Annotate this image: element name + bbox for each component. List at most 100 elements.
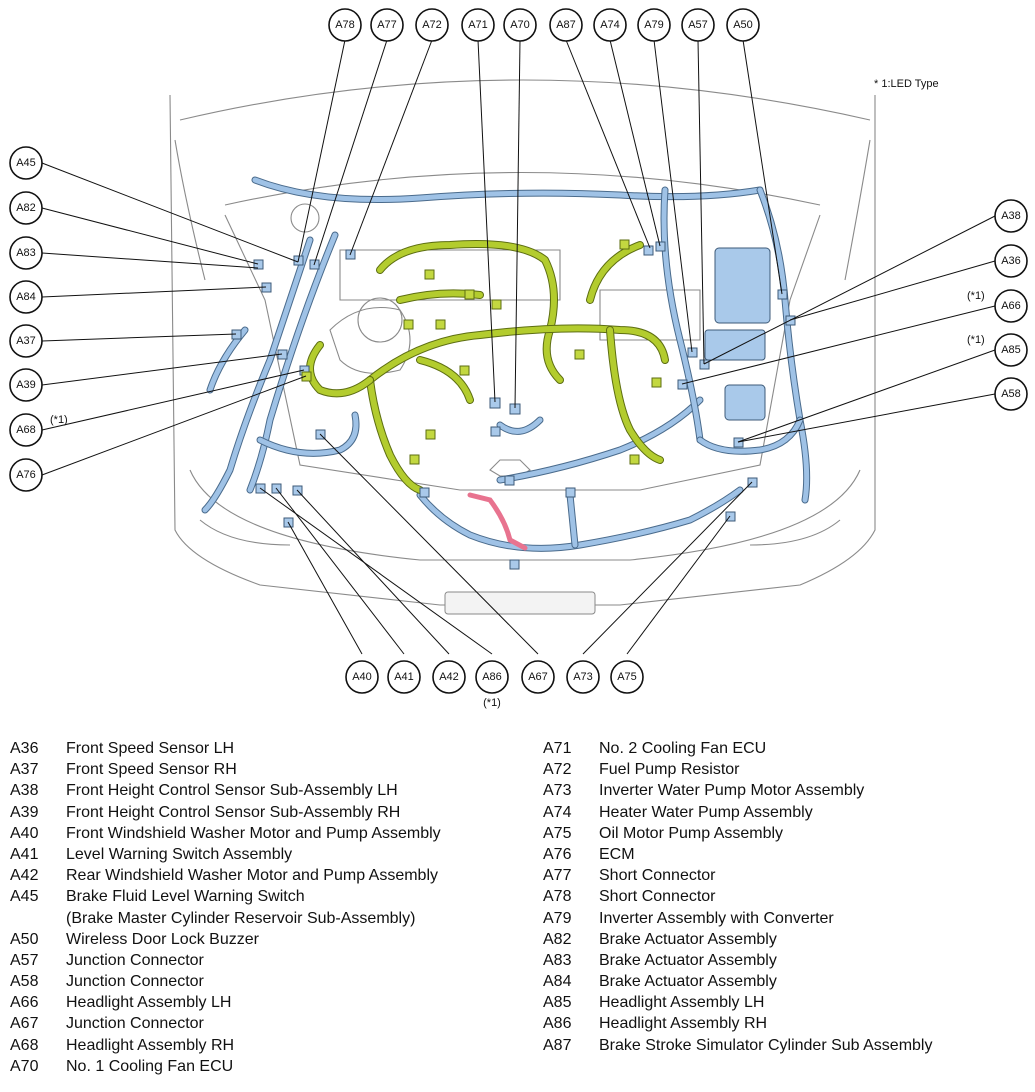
legend-component-name: Junction Connector bbox=[66, 1015, 204, 1033]
callout-a84: A84 bbox=[9, 280, 43, 314]
callout-a83: A83 bbox=[9, 236, 43, 270]
callout-label: A67 bbox=[528, 671, 548, 683]
callout-a45: A45 bbox=[9, 146, 43, 180]
callout-label: A75 bbox=[617, 671, 637, 683]
callout-label: A87 bbox=[556, 19, 576, 31]
callout-label: A82 bbox=[16, 202, 36, 214]
legend-code: A77 bbox=[543, 867, 572, 885]
legend-code: A86 bbox=[543, 1015, 572, 1033]
legend-code: A45 bbox=[10, 888, 39, 906]
legend-code: A39 bbox=[10, 803, 39, 821]
legend-component-name: No. 1 Cooling Fan ECU bbox=[66, 1057, 234, 1075]
legend-component-name: No. 2 Cooling Fan ECU bbox=[599, 740, 767, 757]
pink-harness bbox=[467, 492, 528, 551]
legend-code: A84 bbox=[543, 973, 572, 991]
legend-code: A37 bbox=[10, 761, 39, 779]
legend-component-name: Brake Fluid Level Warning Switch bbox=[66, 888, 305, 906]
callout-a71: A71 bbox=[461, 8, 495, 42]
callout-label: A40 bbox=[352, 671, 372, 683]
callout-a66: A66 bbox=[994, 289, 1028, 323]
legend-code: A71 bbox=[543, 740, 572, 757]
callout-a40: A40 bbox=[345, 660, 379, 694]
callout-label: A84 bbox=[16, 291, 36, 303]
legend-row: A68 Headlight Assembly RH bbox=[10, 1035, 441, 1056]
callout-label: A71 bbox=[468, 19, 488, 31]
legend-code: A76 bbox=[543, 845, 572, 863]
callout-a50: A50 bbox=[726, 8, 760, 42]
legend-component-name: Short Connector bbox=[599, 888, 716, 906]
callout-a42: A42 bbox=[432, 660, 466, 694]
legend-component-name: Wireless Door Lock Buzzer bbox=[66, 930, 259, 948]
legend-component-name: Inverter Assembly with Converter bbox=[599, 909, 834, 927]
vehicle-outline bbox=[169, 79, 876, 615]
legend-component-name: Fuel Pump Resistor bbox=[599, 761, 740, 779]
legend-component-name: Level Warning Switch Assembly bbox=[66, 845, 293, 863]
legend-code: A87 bbox=[543, 1036, 572, 1054]
legend-component-name: Front Speed Sensor LH bbox=[66, 740, 235, 757]
legend-row: A82 Brake Actuator Assembly bbox=[543, 929, 932, 950]
callout-label: A36 bbox=[1001, 255, 1021, 267]
callout-a68-mark: (*1) bbox=[50, 414, 68, 426]
legend-code bbox=[10, 908, 66, 929]
callout-a39: A39 bbox=[9, 368, 43, 402]
components bbox=[231, 239, 796, 570]
legend-code: A50 bbox=[10, 930, 39, 948]
legend-component-name: Brake Actuator Assembly bbox=[599, 930, 777, 948]
legend-component-name: (Brake Master Cylinder Reservoir Sub-Ass… bbox=[66, 909, 416, 927]
legend-code: A57 bbox=[10, 951, 39, 969]
callout-label: A41 bbox=[394, 671, 414, 683]
callout-a73: A73 bbox=[566, 660, 600, 694]
legend-component-name: Inverter Water Pump Motor Assembly bbox=[599, 782, 865, 800]
callout-label: A45 bbox=[16, 157, 36, 169]
callout-label: A78 bbox=[335, 19, 355, 31]
callout-a57: A57 bbox=[681, 8, 715, 42]
callout-label: A86 bbox=[482, 671, 502, 683]
legend-code: A70 bbox=[10, 1057, 39, 1075]
legend-row: (Brake Master Cylinder Reservoir Sub-Ass… bbox=[10, 908, 441, 929]
callout-label: A79 bbox=[644, 19, 664, 31]
legend-component-name: Headlight Assembly LH bbox=[66, 994, 232, 1012]
body-harness bbox=[201, 176, 811, 552]
legend-row: A71 No. 2 Cooling Fan ECU bbox=[543, 738, 932, 759]
legend-row: A45 Brake Fluid Level Warning Switch bbox=[10, 886, 441, 907]
led-type-note: * 1:LED Type bbox=[874, 78, 939, 90]
callout-label: A68 bbox=[16, 424, 36, 436]
legend-component-name: Headlight Assembly RH bbox=[66, 1036, 235, 1054]
callout-a72: A72 bbox=[415, 8, 449, 42]
callout-a87: A87 bbox=[549, 8, 583, 42]
legend-component-name: Front Windshield Washer Motor and Pump A… bbox=[66, 824, 441, 842]
callout-a85: A85 bbox=[994, 333, 1028, 367]
leader-lines bbox=[41, 39, 996, 655]
legend-code: A68 bbox=[10, 1036, 39, 1054]
callout-label: A66 bbox=[1001, 300, 1021, 312]
legend-component-name: Rear Windshield Washer Motor and Pump As… bbox=[66, 867, 438, 885]
callout-a58: A58 bbox=[994, 377, 1028, 411]
callout-a68: A68 bbox=[9, 413, 43, 447]
legend-code: A66 bbox=[10, 994, 39, 1012]
callout-a41: A41 bbox=[387, 660, 421, 694]
legend-code: A85 bbox=[543, 994, 572, 1012]
legend-code: A82 bbox=[543, 930, 572, 948]
legend-component-name: Junction Connector bbox=[66, 973, 204, 991]
callout-label: A70 bbox=[510, 19, 530, 31]
callout-label: A74 bbox=[600, 19, 620, 31]
legend-code: A38 bbox=[10, 782, 39, 800]
callout-label: A57 bbox=[688, 19, 708, 31]
legend-code: A67 bbox=[10, 1015, 39, 1033]
legend-row: A50 Wireless Door Lock Buzzer bbox=[10, 929, 441, 950]
legend-component-name: Brake Stroke Simulator Cylinder Sub Asse… bbox=[599, 1036, 933, 1054]
